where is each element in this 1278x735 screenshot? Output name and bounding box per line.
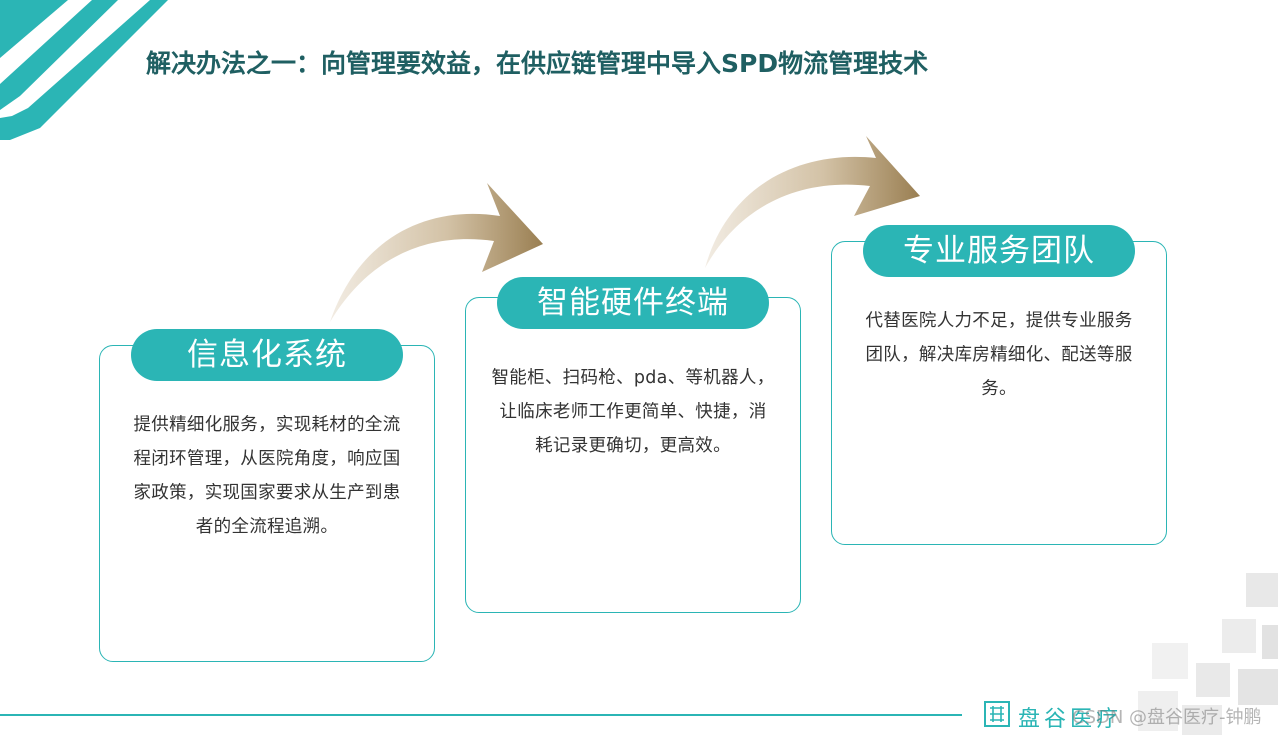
card-heading-pill: 专业服务团队	[863, 225, 1135, 277]
company-logo-icon	[984, 701, 1010, 727]
company-logo-text: 盘谷医疗	[1018, 707, 1123, 732]
card-text-line: 程闭环管理，从医院角度，响应国	[133, 449, 401, 469]
watermark: CSDN @盘谷医疗-钟鹏	[1072, 707, 1262, 728]
arrow-2	[705, 136, 920, 268]
card-text-line: 智能柜、扫码枪、pda、等机器人，	[491, 368, 775, 388]
card-text-line: 者的全流程追溯。	[195, 517, 339, 537]
card-text-line: 让临床老师工作更简单、快捷，消	[499, 402, 767, 422]
card-text-line: 务。	[981, 379, 1017, 399]
card-smart-hardware: 智能柜、扫码枪、pda、等机器人， 让临床老师工作更简单、快捷，消 耗记录更确切…	[465, 297, 801, 613]
card-professional-service: 代替医院人力不足，提供专业服务 团队，解决库房精细化、配送等服 务。	[831, 241, 1167, 545]
card-text-line: 代替医院人力不足，提供专业服务	[865, 311, 1133, 331]
arrow-1	[330, 183, 543, 322]
corner-decoration	[0, 0, 168, 140]
footer-divider	[0, 714, 962, 716]
card-information-system: 提供精细化服务，实现耗材的全流 程闭环管理，从医院角度，响应国 家政策，实现国家…	[99, 345, 435, 662]
card-heading-pill: 智能硬件终端	[497, 277, 769, 329]
card-text-line: 提供精细化服务，实现耗材的全流	[133, 415, 401, 435]
card-text-line: 团队，解决库房精细化、配送等服	[865, 345, 1133, 365]
card-text-line: 耗记录更确切，更高效。	[535, 436, 731, 456]
card-text-line: 家政策，实现国家要求从生产到患	[133, 483, 401, 503]
card-heading-pill: 信息化系统	[131, 329, 403, 381]
page-title: 解决办法之一：向管理要效益，在供应链管理中导入SPD物流管理技术	[146, 49, 929, 78]
decorative-squares	[1138, 573, 1278, 735]
